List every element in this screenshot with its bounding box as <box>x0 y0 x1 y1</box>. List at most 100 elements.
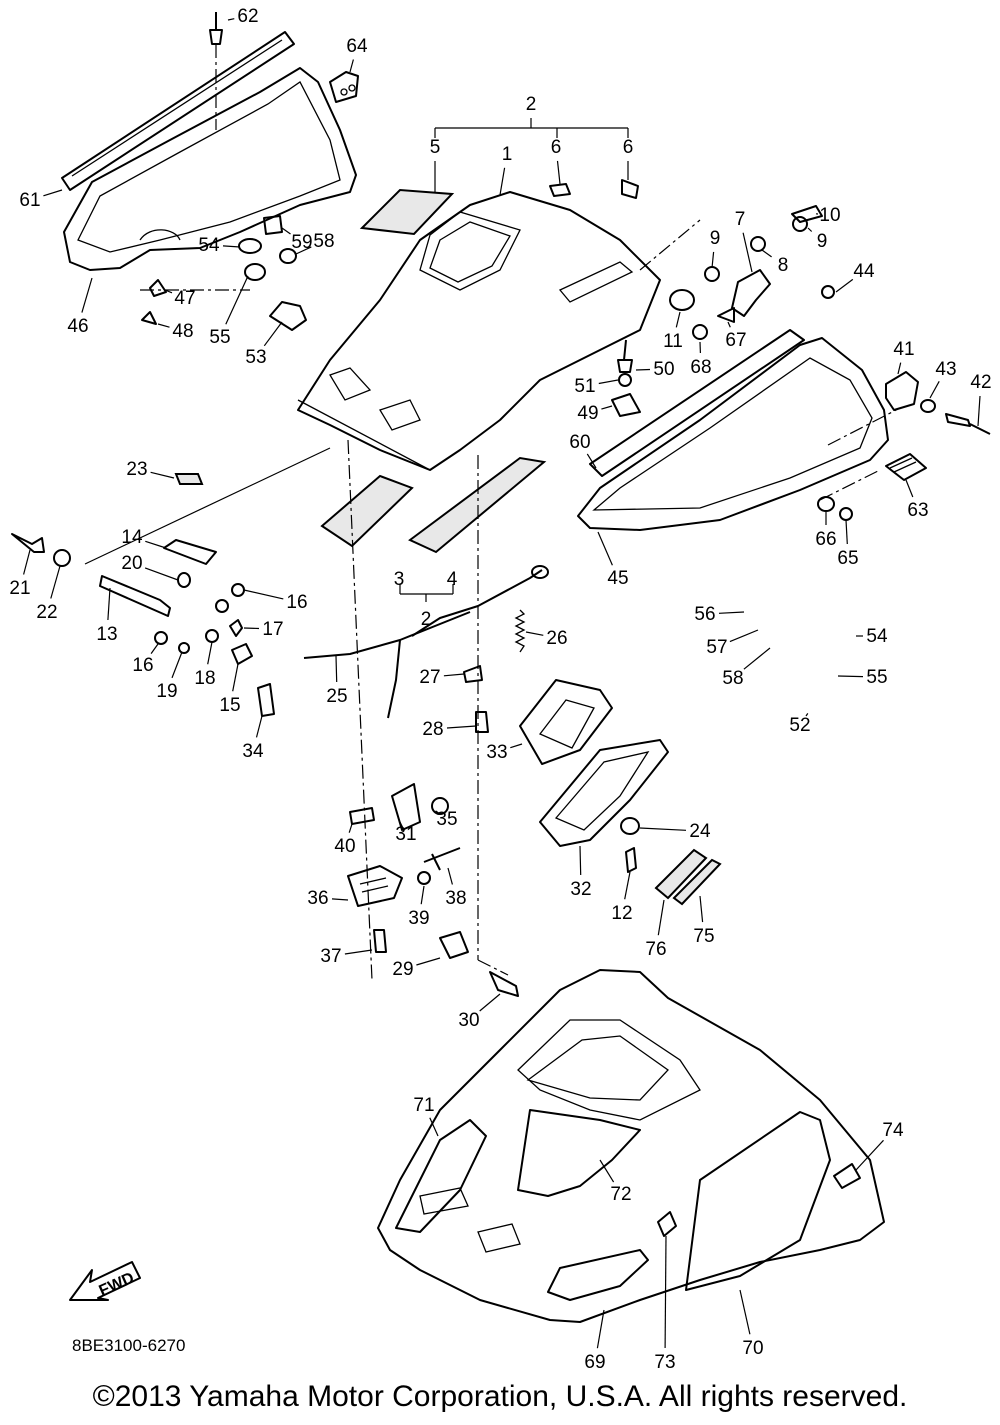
callout-63: 63 <box>907 500 928 521</box>
fastener-group-left <box>141 215 307 331</box>
callout-19: 19 <box>156 681 177 702</box>
leader-56 <box>718 611 745 614</box>
emblem-74 <box>833 1163 861 1189</box>
bracket-64 <box>329 71 359 103</box>
leader-70 <box>739 1289 751 1335</box>
callout-2: 2 <box>526 94 537 115</box>
callout-36: 36 <box>307 888 328 909</box>
callout-32: 32 <box>570 879 591 900</box>
leader-9 <box>711 251 715 269</box>
callout-65: 65 <box>837 548 858 569</box>
callout-59: 59 <box>291 232 312 253</box>
callout-17: 17 <box>262 619 283 640</box>
leader-73 <box>664 1235 667 1349</box>
latch-41 <box>885 371 991 435</box>
leader-16 <box>150 643 159 654</box>
diagram-code: 8BE3100-6270 <box>72 1336 186 1355</box>
callout-6: 6 <box>551 137 562 158</box>
leader-19 <box>171 651 183 679</box>
inner-panel-46 <box>63 67 357 271</box>
callout-73: 73 <box>654 1352 675 1373</box>
leader-45 <box>597 531 613 566</box>
handle-63 <box>885 453 927 481</box>
callout-46: 46 <box>67 316 88 337</box>
leader-25 <box>335 655 338 683</box>
nut-24-bolt-12 <box>620 817 640 873</box>
leader-57 <box>729 629 759 643</box>
callout-57: 57 <box>706 637 727 658</box>
callout-10: 10 <box>819 205 840 226</box>
windshield-72 <box>517 1109 641 1197</box>
leader-33 <box>510 743 523 749</box>
callout-38: 38 <box>445 888 466 909</box>
leader-38 <box>447 867 453 885</box>
callout-16: 16 <box>286 592 307 613</box>
callout-2: 2 <box>421 609 432 630</box>
leader-14 <box>145 540 167 549</box>
air-box-32 <box>539 739 669 847</box>
leader-15 <box>232 663 239 692</box>
callout-60: 60 <box>569 432 590 453</box>
callout-28: 28 <box>422 719 443 740</box>
callout-51: 51 <box>574 376 595 397</box>
leader-55 <box>837 675 864 678</box>
callout-54: 54 <box>866 626 888 647</box>
callout-34: 34 <box>242 741 264 762</box>
callout-5: 5 <box>430 137 441 158</box>
callout-18: 18 <box>194 668 215 689</box>
callout-15: 15 <box>219 695 240 716</box>
hood-top-1 <box>297 191 661 471</box>
leader-12 <box>624 871 631 900</box>
callout-7: 7 <box>735 209 746 230</box>
hood-outer-70 <box>377 969 885 1323</box>
spring-26 <box>514 609 526 653</box>
window-5 <box>359 188 455 236</box>
clip-27-bolt-28 <box>463 665 489 733</box>
callout-74: 74 <box>882 1120 904 1141</box>
callout-4: 4 <box>447 569 458 590</box>
callout-75: 75 <box>693 926 714 947</box>
leader-7 <box>742 232 753 273</box>
callout-44: 44 <box>853 261 875 282</box>
callout-1: 1 <box>502 144 513 165</box>
leader-29 <box>416 957 441 966</box>
callout-42: 42 <box>970 372 991 393</box>
leader-13 <box>107 587 111 621</box>
leader-27 <box>443 673 465 677</box>
callout-41: 41 <box>893 339 914 360</box>
leader-17 <box>243 627 260 630</box>
callout-55: 55 <box>866 667 887 688</box>
assembly-lines <box>140 219 901 981</box>
callout-67: 67 <box>725 330 746 351</box>
callout-14: 14 <box>121 527 143 548</box>
leader-1 <box>499 167 506 196</box>
callout-6: 6 <box>623 137 634 158</box>
leader-58 <box>743 647 771 670</box>
callout-30: 30 <box>458 1010 479 1031</box>
latch-group-left <box>11 447 331 717</box>
leader-24 <box>639 827 687 831</box>
callout-24: 24 <box>689 821 711 842</box>
leader-lines <box>23 18 981 1349</box>
callout-70: 70 <box>742 1338 763 1359</box>
callout-9: 9 <box>817 231 828 252</box>
callout-35: 35 <box>436 809 457 830</box>
leader-35 <box>435 810 441 815</box>
callout-54: 54 <box>198 235 220 256</box>
callout-76: 76 <box>645 939 666 960</box>
weatherstrip-60 <box>589 329 805 477</box>
weatherstrip-61 <box>61 31 295 191</box>
leader-43 <box>929 381 940 399</box>
leader-9 <box>807 227 813 232</box>
leader-39 <box>420 885 425 905</box>
leader-8 <box>761 249 772 258</box>
callout-23: 23 <box>126 459 147 480</box>
callout-13: 13 <box>96 624 117 645</box>
callout-56: 56 <box>694 604 715 625</box>
leader-28 <box>446 725 477 729</box>
callout-21: 21 <box>9 578 30 599</box>
fwd-label: FWD <box>97 1270 137 1300</box>
callout-49: 49 <box>577 403 598 424</box>
callout-62: 62 <box>237 6 258 27</box>
